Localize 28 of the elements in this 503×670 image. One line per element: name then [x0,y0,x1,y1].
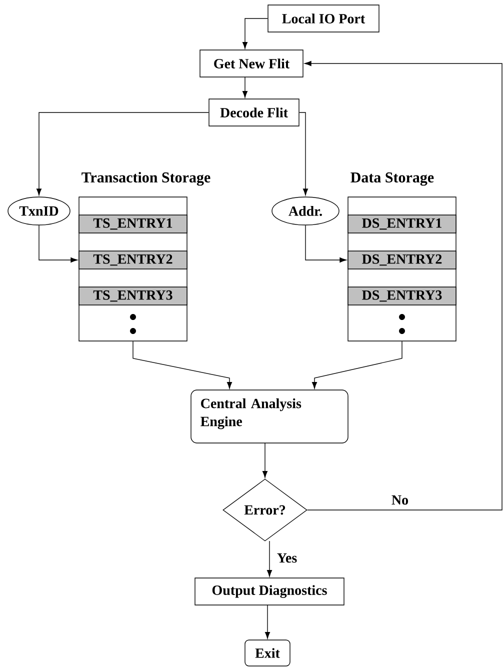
process-box: Get New Flit [200,50,304,78]
table-entry: DS_ENTRY2 [348,250,456,270]
arrow [38,225,78,263]
node-label: Data Storage [350,172,434,186]
arrow [264,604,270,639]
process-box: Local IO Port [268,4,380,32]
arrow [266,540,272,577]
arrow [312,341,402,389]
arrow [305,225,346,263]
process-box: Central Analysis Engine [190,390,348,444]
table-entry: TS_ENTRY2 [78,250,188,270]
arrow [304,61,502,510]
arrow [36,112,209,196]
table-entry: DS_ENTRY3 [348,286,456,306]
node-label: Transaction Storage [82,172,210,186]
arrow [242,76,248,98]
process-box: Output Diagnostics [194,578,344,606]
arrow [299,112,308,196]
table-entry: TS_ENTRY3 [78,286,188,306]
table-entry: DS_ENTRY1 [348,214,456,234]
process-box: Decode Flit [208,98,300,126]
edge-label: Yes [276,552,298,564]
terminal-box: Exit [244,640,290,666]
arrow [242,18,268,49]
table-entry: TS_ENTRY1 [78,214,188,234]
arrow [262,442,268,478]
arrow [132,341,232,389]
edge-label: No [390,494,410,506]
